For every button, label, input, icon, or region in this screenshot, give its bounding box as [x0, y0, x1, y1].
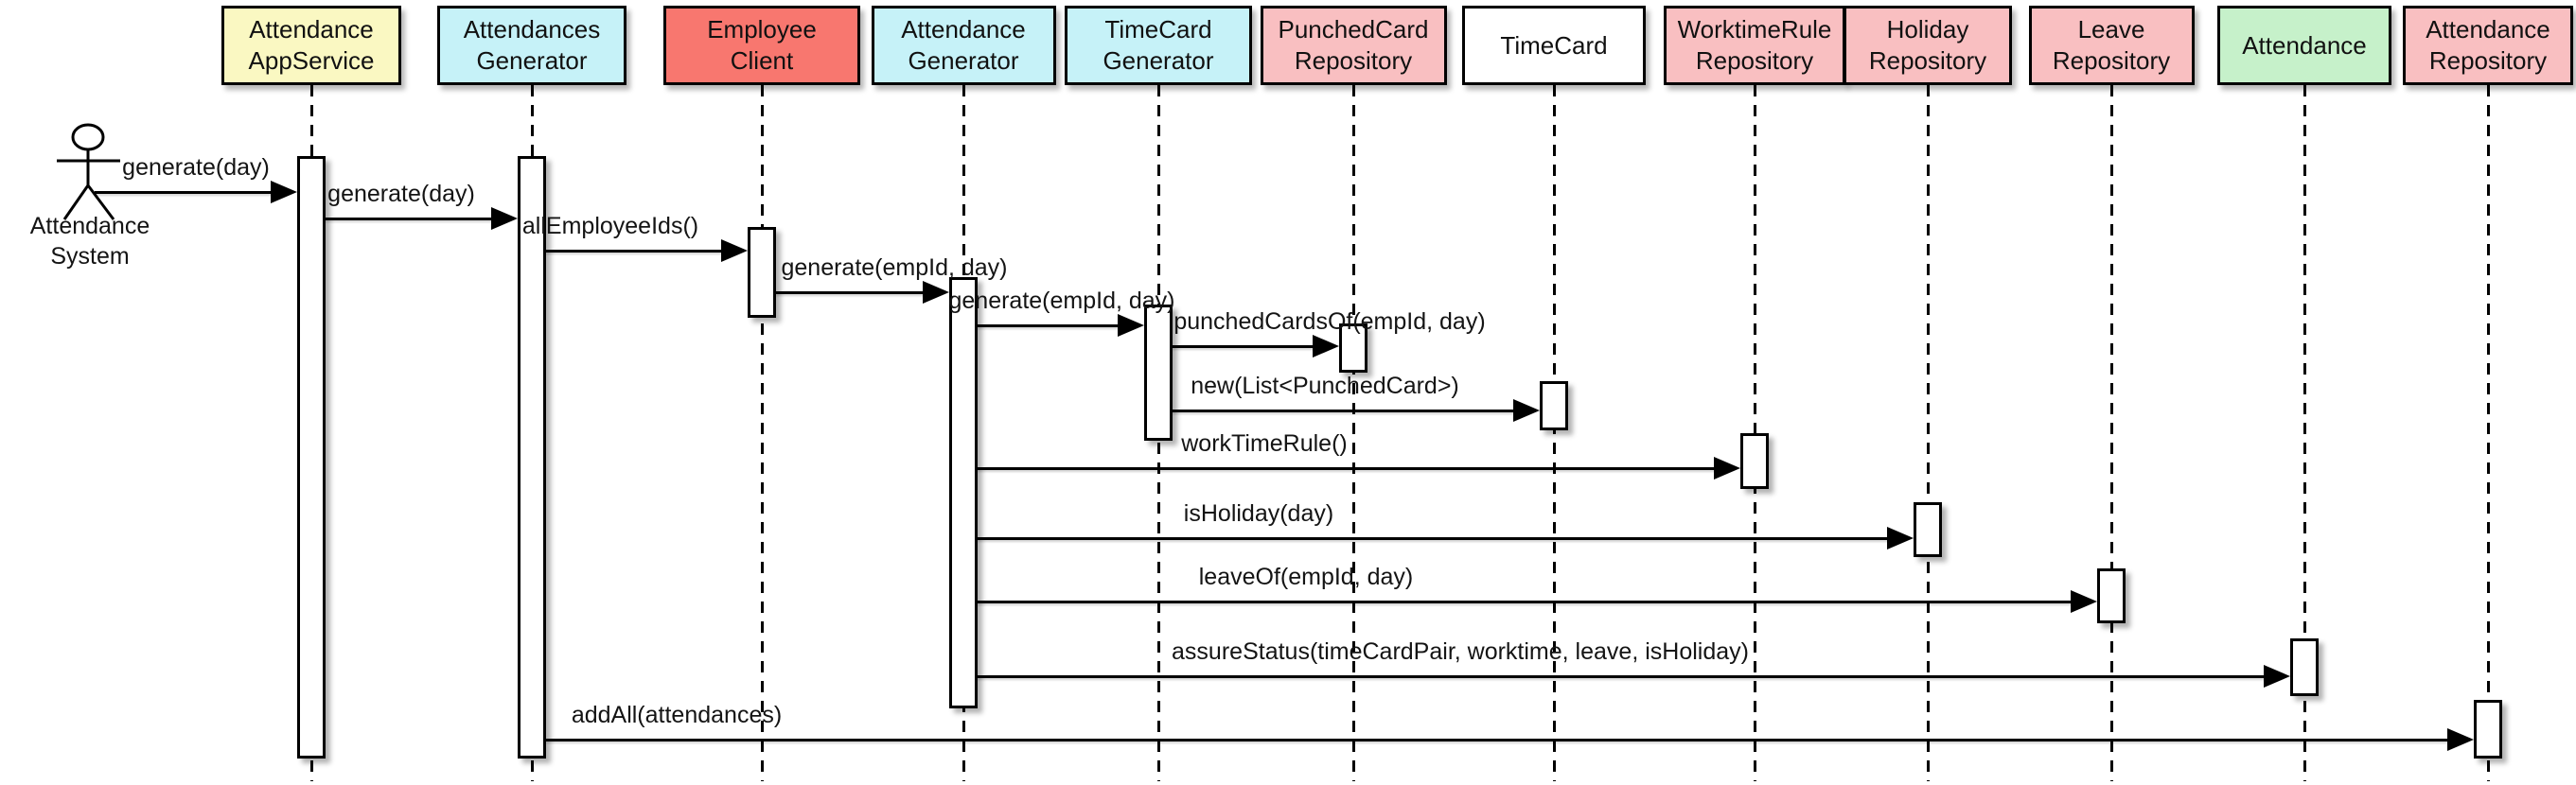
actor-leg-right	[86, 184, 115, 220]
participant-label: AppService	[248, 46, 375, 75]
actor-head	[71, 123, 105, 151]
activation-bar-leave-repository	[2097, 568, 2126, 623]
message-label: punchedCardsOf(empId, day)	[1173, 308, 1486, 335]
lifeline-attendance	[2303, 85, 2306, 781]
activation-bar-attendance	[2290, 638, 2319, 696]
participant-label: Holiday	[1886, 15, 1969, 44]
arrowhead-icon	[271, 181, 297, 203]
activation-bar-timecard	[1540, 381, 1568, 430]
activation-bar-attendance-generator	[949, 277, 978, 708]
activation-bar-attendance-repository	[2474, 700, 2502, 759]
activation-bar-attendance-appservice	[297, 156, 326, 759]
participant-label: Repository	[2052, 46, 2171, 75]
activation-bar-employee-client	[748, 227, 776, 318]
message-line	[546, 738, 2451, 741]
arrowhead-icon	[2264, 665, 2290, 688]
lifeline-timecard	[1552, 85, 1556, 781]
message-line	[1173, 344, 1316, 348]
arrowhead-icon	[1887, 527, 1914, 550]
message-label: isHoliday(day)	[1183, 500, 1334, 527]
message-label: allEmployeeIds()	[521, 213, 699, 239]
arrowhead-icon	[923, 281, 949, 304]
message-label: generate(empId, day)	[781, 254, 1008, 281]
participant-label: Leave	[2077, 15, 2145, 44]
message-line	[546, 249, 725, 253]
participant-label: Attendances	[463, 15, 601, 44]
actor-leg-left	[62, 184, 90, 220]
participant-label: Employee	[707, 15, 817, 44]
participant-label: Generator	[908, 46, 1019, 75]
participant-label: Repository	[1294, 46, 1413, 75]
participant-label: Repository	[1695, 46, 1814, 75]
participant-label: Attendance	[2426, 15, 2550, 44]
arrowhead-icon	[491, 207, 518, 230]
participant-label: Client	[730, 46, 794, 75]
participant-attendance: Attendance	[2217, 6, 2391, 85]
actor-name-line2: System	[50, 243, 130, 270]
participant-label: Attendance	[901, 15, 1026, 44]
participant-label: PunchedCard	[1278, 15, 1429, 44]
message-line	[978, 323, 1121, 327]
arrowhead-icon	[721, 239, 748, 262]
message-line	[326, 217, 495, 220]
participant-label: Attendance	[2242, 30, 2367, 60]
activation-bar-timecard-generator	[1144, 305, 1173, 441]
actor-figure-icon	[57, 123, 120, 220]
message-label: generate(day)	[122, 154, 270, 181]
message-line	[978, 466, 1718, 470]
activation-bar-worktimerule-repository	[1740, 433, 1769, 489]
participant-label: TimeCard	[1500, 30, 1608, 60]
message-label: addAll(attendances)	[571, 702, 783, 728]
participant-label: WorktimeRule	[1677, 15, 1832, 44]
participant-label: Generator	[476, 46, 588, 75]
lifeline-punchedcard-repository	[1351, 85, 1355, 781]
message-label: assureStatus(timeCardPair, worktime, lea…	[1172, 638, 1749, 665]
participant-label: Repository	[1868, 46, 1987, 75]
participant-label: Repository	[2428, 46, 2548, 75]
message-line	[978, 600, 2074, 603]
actor-name-line1: Attendance	[29, 213, 150, 239]
participant-label: TimeCard	[1104, 15, 1212, 44]
message-line	[978, 536, 1891, 540]
lifeline-attendance-repository	[2486, 85, 2490, 781]
message-label: workTimeRule()	[1181, 430, 1348, 457]
activation-bar-attendances-generator	[518, 156, 546, 759]
activation-bar-punchedcard-repository	[1339, 323, 1367, 373]
lifeline-leave-repository	[2109, 85, 2113, 781]
activation-bar-holiday-repository	[1914, 502, 1942, 557]
message-label: generate(day)	[327, 181, 475, 207]
lifeline-holiday-repository	[1926, 85, 1930, 781]
participant-label: Attendance	[249, 15, 374, 44]
participant-timecard: TimeCard	[1462, 6, 1646, 85]
message-label: leaveOf(empId, day)	[1198, 564, 1414, 590]
message-line	[1173, 409, 1517, 412]
message-label: new(List<PunchedCard>)	[1191, 373, 1459, 399]
message-line	[978, 674, 2267, 678]
message-label: generate(empId, day)	[948, 288, 1175, 314]
arrowhead-icon	[1513, 399, 1540, 422]
participant-label: Generator	[1103, 46, 1214, 75]
message-line	[95, 190, 274, 194]
message-line	[776, 290, 926, 294]
arrowhead-icon	[1118, 314, 1144, 337]
arrowhead-icon	[2071, 590, 2097, 613]
arrowhead-icon	[2447, 728, 2474, 751]
arrowhead-icon	[1714, 457, 1740, 480]
arrowhead-icon	[1313, 335, 1339, 358]
lifeline-employee-client	[760, 85, 764, 781]
